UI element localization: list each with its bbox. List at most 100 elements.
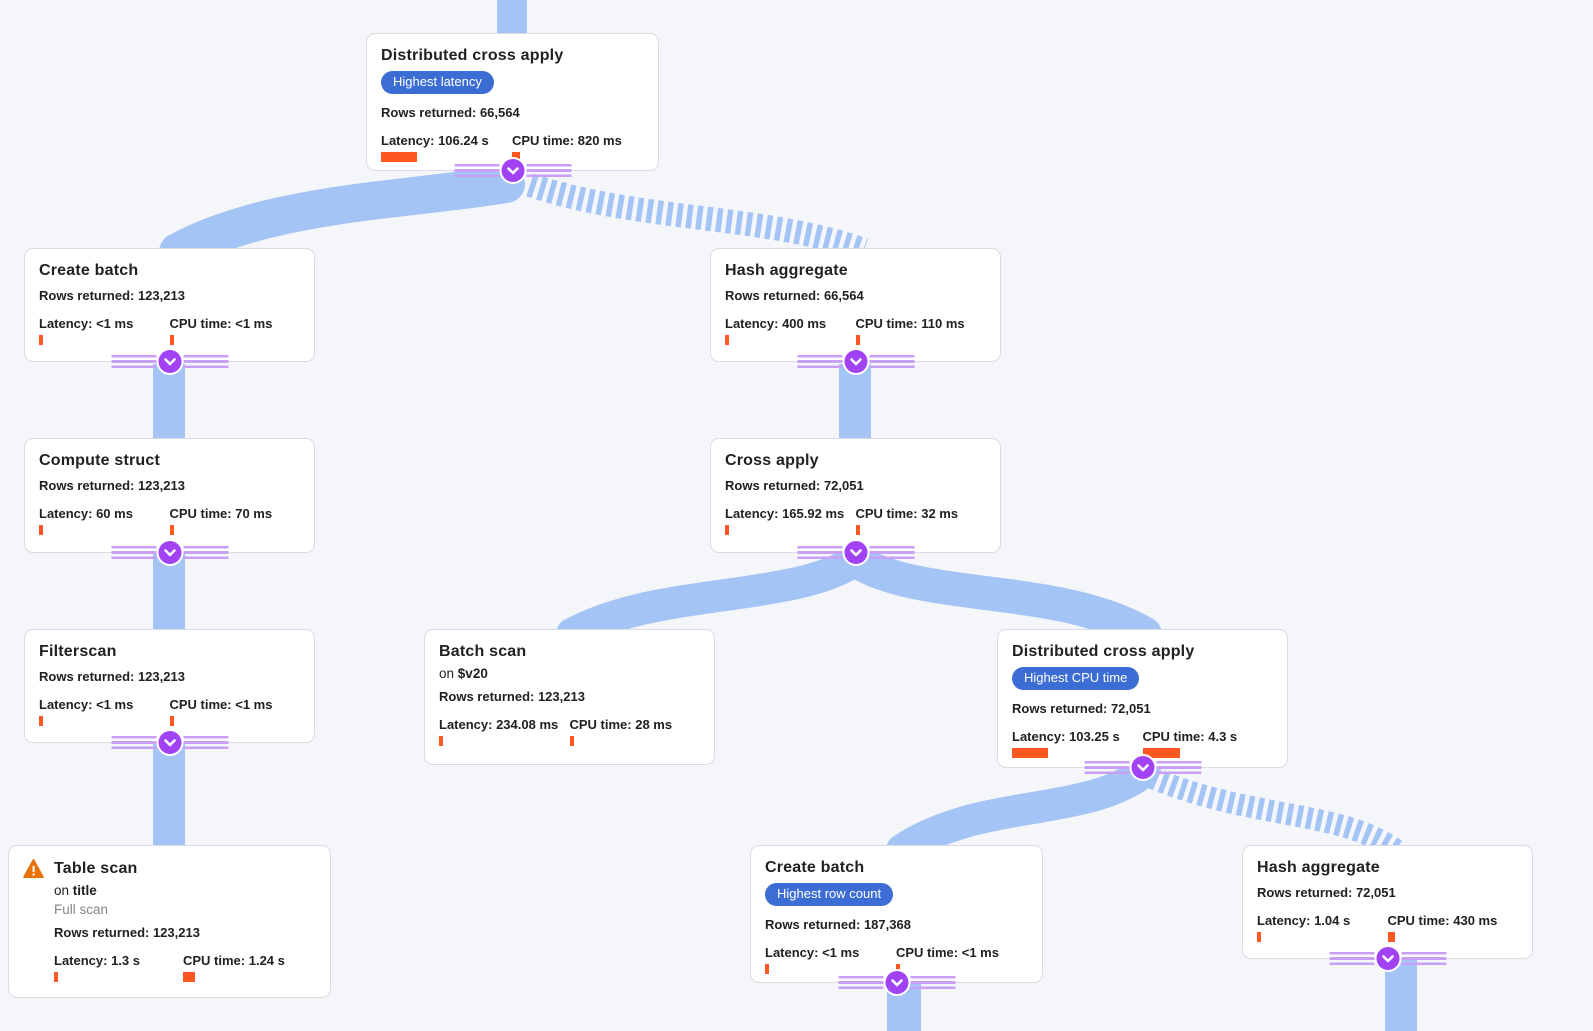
latency-stat: Latency: <1 ms: [765, 945, 896, 974]
latency-bar: [1257, 932, 1261, 942]
latency-bar: [765, 964, 769, 974]
plan-node-hash-aggregate[interactable]: Hash aggregate Rows returned: 66,564 Lat…: [710, 248, 1001, 373]
node-title: Compute struct: [39, 452, 161, 469]
plan-node-distributed-cross-apply-2[interactable]: Distributed cross apply Highest CPU time…: [997, 629, 1288, 779]
connector-stripes: [869, 546, 914, 559]
expand-collapse-control[interactable]: [1329, 947, 1446, 970]
cpu-bar: [855, 525, 860, 535]
cpu-bar: [1142, 748, 1180, 758]
expand-collapse-control[interactable]: [111, 731, 228, 754]
latency-bar: [1012, 748, 1048, 758]
expand-collapse-control[interactable]: [454, 159, 571, 182]
latency-stat: Latency: <1 ms: [39, 697, 170, 726]
cpu-stat: CPU time: <1 ms: [169, 316, 301, 345]
edge-dca2-to-hash-aggregate2: [1147, 767, 1403, 860]
expand-collapse-control[interactable]: [111, 541, 228, 564]
cpu-stat: CPU time: <1 ms: [169, 697, 301, 726]
expand-collapse-control[interactable]: [797, 350, 914, 373]
scan-target: on $v20: [439, 666, 488, 681]
latency-bar: [439, 736, 443, 746]
plan-node-create-batch[interactable]: Create batch Rows returned: 123,213 Late…: [24, 248, 315, 373]
expand-collapse-control[interactable]: [838, 971, 955, 994]
latency-bar: [39, 335, 43, 345]
latency-stat: Latency: 234.08 ms: [439, 717, 570, 746]
node-title: Hash aggregate: [1257, 859, 1380, 876]
connector-stripes: [1156, 761, 1201, 774]
plan-node-batch-scan[interactable]: Batch scan on $v20 Rows returned: 123,21…: [424, 629, 715, 765]
node-title: Table scan: [54, 859, 138, 877]
cpu-bar: [1387, 932, 1395, 942]
scan-type: Full scan: [54, 902, 109, 917]
connector-stripes: [183, 546, 228, 559]
connector-stripes: [869, 355, 914, 368]
chevron-down-icon[interactable]: [844, 541, 867, 564]
node-title: Distributed cross apply: [381, 47, 564, 64]
chevron-down-icon[interactable]: [1376, 947, 1399, 970]
connector-stripes: [1329, 952, 1374, 965]
latency-bar: [39, 525, 43, 535]
rows-returned: Rows returned: 72,051: [1012, 701, 1151, 716]
latency-bar: [39, 716, 43, 726]
highest-latency-badge: Highest latency: [381, 71, 494, 94]
connector-stripes: [111, 355, 156, 368]
latency-stat: Latency: 60 ms: [39, 506, 170, 535]
expand-collapse-control[interactable]: [797, 541, 914, 564]
plan-node-compute-struct[interactable]: Compute struct Rows returned: 123,213 La…: [24, 438, 315, 564]
rows-returned: Rows returned: 123,213: [39, 478, 185, 493]
plan-node-create-batch-2[interactable]: Create batch Highest row count Rows retu…: [750, 845, 1043, 994]
cpu-bar: [855, 335, 860, 345]
cpu-bar: [169, 716, 174, 726]
cpu-stat: CPU time: 32 ms: [855, 506, 987, 535]
rows-returned: Rows returned: 123,213: [54, 925, 200, 940]
connector-stripes: [797, 546, 842, 559]
chevron-down-icon[interactable]: [158, 731, 181, 754]
scan-target: on title: [54, 883, 97, 898]
plan-node-distributed-cross-apply-root[interactable]: Distributed cross apply Highest latency …: [366, 33, 659, 182]
latency-bar: [725, 525, 729, 535]
cpu-stat: CPU time: 1.24 s: [183, 953, 312, 982]
connector-stripes: [838, 976, 883, 989]
warning-triangle-icon: [23, 859, 44, 878]
latency-stat: Latency: 1.04 s: [1257, 913, 1388, 942]
node-title: Cross apply: [725, 452, 819, 469]
node-title: Create batch: [39, 262, 139, 279]
latency-stat: Latency: 400 ms: [725, 316, 856, 345]
node-title: Distributed cross apply: [1012, 643, 1195, 660]
connector-stripes: [454, 164, 499, 177]
chevron-down-icon[interactable]: [844, 350, 867, 373]
cpu-bar: [169, 525, 174, 535]
plan-node-cross-apply[interactable]: Cross apply Rows returned: 72,051 Latenc…: [710, 438, 1001, 564]
cpu-stat: CPU time: <1 ms: [896, 945, 1027, 974]
cpu-stat: CPU time: 110 ms: [855, 316, 987, 345]
rows-returned: Rows returned: 72,051: [725, 478, 864, 493]
cpu-bar: [512, 152, 520, 162]
plan-node-filterscan[interactable]: Filterscan Rows returned: 123,213 Latenc…: [24, 629, 315, 754]
chevron-down-icon[interactable]: [1131, 756, 1154, 779]
edge-dca-to-hash-aggregate: [526, 173, 868, 262]
chevron-down-icon[interactable]: [885, 971, 908, 994]
plan-node-table-scan[interactable]: Table scan on title Full scan Rows retur…: [8, 845, 331, 998]
plan-node-hash-aggregate-2[interactable]: Hash aggregate Rows returned: 72,051 Lat…: [1242, 845, 1533, 970]
chevron-down-icon[interactable]: [158, 541, 181, 564]
connector-stripes: [526, 164, 571, 177]
rows-returned: Rows returned: 66,564: [725, 288, 864, 303]
connector-stripes: [183, 736, 228, 749]
latency-stat: Latency: 165.92 ms: [725, 506, 856, 535]
chevron-down-icon[interactable]: [501, 159, 524, 182]
highest-cpu-time-badge: Highest CPU time: [1012, 667, 1140, 690]
connector-stripes: [111, 736, 156, 749]
edge-dca-to-create-batch: [159, 165, 525, 271]
connector-stripes: [797, 355, 842, 368]
node-title: Hash aggregate: [725, 262, 848, 279]
cpu-stat: CPU time: 70 ms: [169, 506, 301, 535]
connector-stripes: [1084, 761, 1129, 774]
chevron-down-icon[interactable]: [158, 350, 181, 373]
latency-stat: Latency: 103.25 s: [1012, 729, 1143, 758]
latency-stat: Latency: 1.3 s: [54, 953, 183, 982]
highest-row-count-badge: Highest row count: [765, 883, 894, 906]
latency-bar: [381, 152, 417, 162]
expand-collapse-control[interactable]: [1084, 756, 1201, 779]
expand-collapse-control[interactable]: [111, 350, 228, 373]
